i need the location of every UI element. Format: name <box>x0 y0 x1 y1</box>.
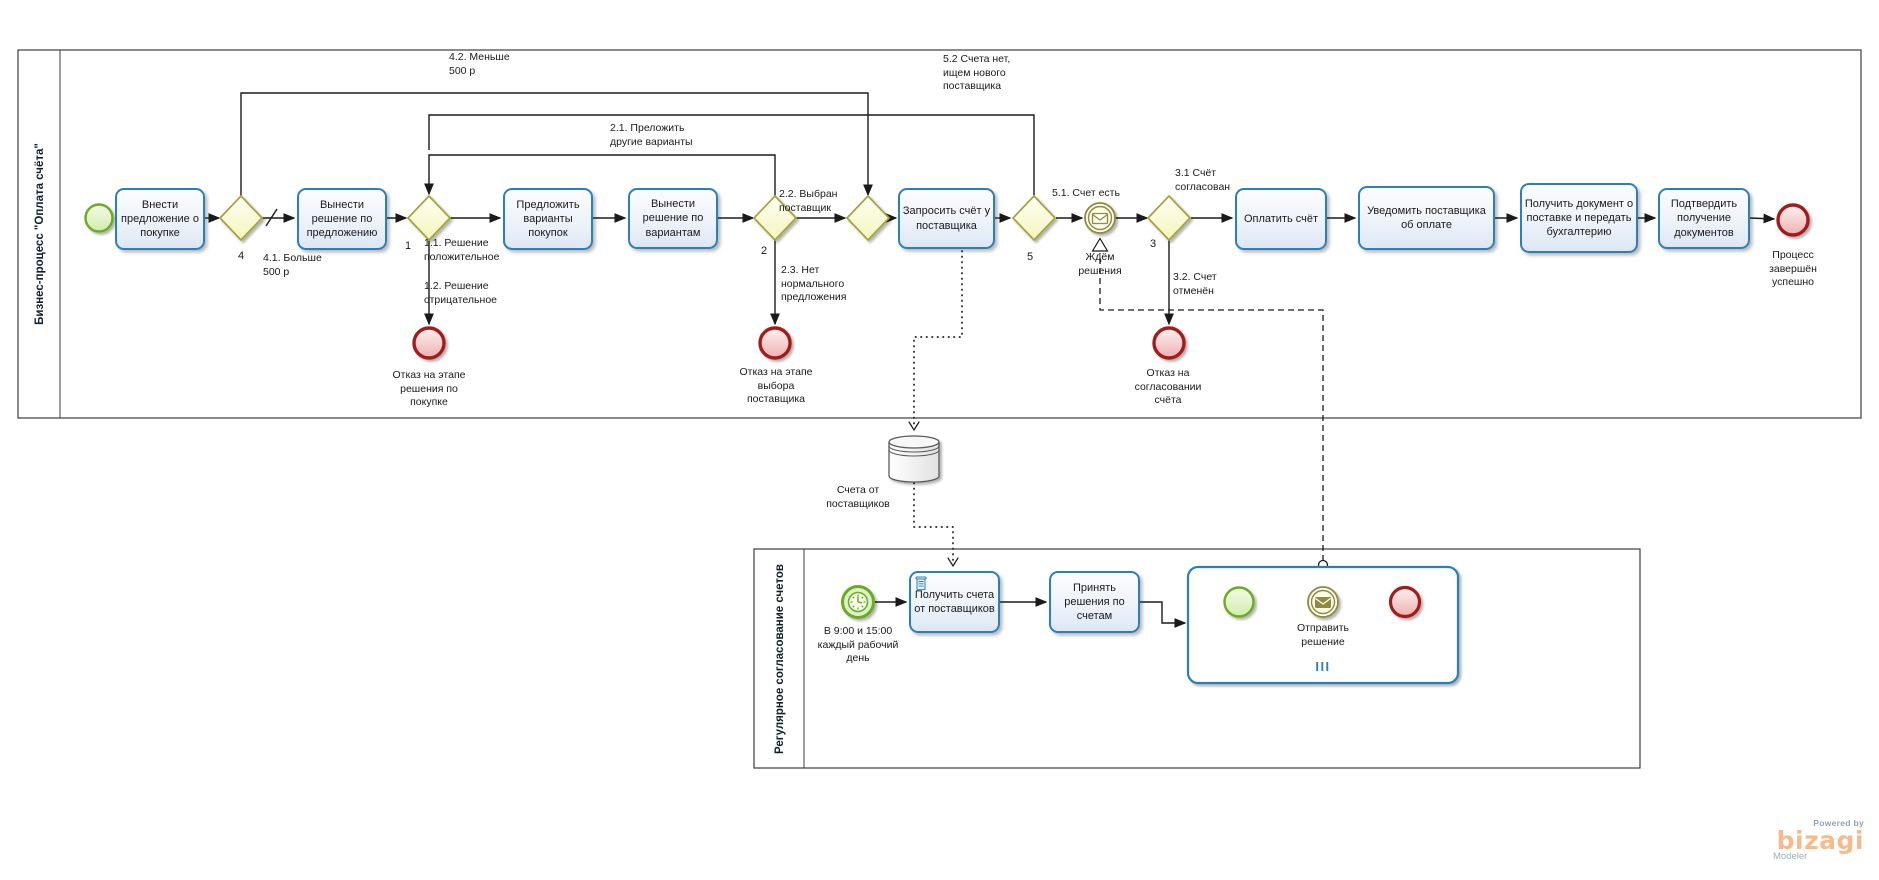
task-request-invoice[interactable]: Запросить счёт у поставщика <box>898 188 995 249</box>
gateway-3-invoice-approved[interactable] <box>1146 194 1192 242</box>
filled-envelope-icon <box>1315 597 1331 608</box>
flow-label-23: 2.3. Нет нормального предложения <box>781 264 847 304</box>
gateway-1-label: 1 <box>404 240 412 252</box>
pool2-title-lane: Регулярное согласование счетов <box>755 549 804 768</box>
end-event-purchase-rejected[interactable] <box>412 326 446 360</box>
assoc-arrowhead-store <box>908 421 920 432</box>
assoc-arrowhead-task10 <box>947 557 959 568</box>
end-event-success[interactable] <box>1776 203 1810 237</box>
sequence-flows <box>114 92 1776 326</box>
message-throw-event-send-decision[interactable] <box>1307 586 1339 618</box>
pool1-title: Бизнес-процесс "Оплата счёта" <box>33 143 46 325</box>
send-decision-label: Отправить решение <box>1296 622 1350 648</box>
gateway-3-label: 3 <box>1149 238 1157 250</box>
assoc-store-to-task10 <box>913 482 954 564</box>
end-event-invoice-rejected[interactable] <box>1152 326 1186 360</box>
pool-main-process <box>17 49 1862 419</box>
flow-task9-to-end <box>1749 213 1776 224</box>
gateway-merge-before-request[interactable] <box>845 194 891 242</box>
data-associations <box>908 250 963 568</box>
clock-icon <box>850 594 866 610</box>
flow-task11-to-subprocess <box>1140 601 1187 628</box>
timer-schedule-label: В 9:00 и 15:00 каждый рабочий день <box>817 625 899 665</box>
flow-21-other-options <box>424 154 776 197</box>
message-catch-event-wait-decision[interactable] <box>1084 202 1116 234</box>
task-enter-purchase-proposal[interactable]: Внести предложение о покупке <box>115 188 205 250</box>
script-icon <box>914 576 927 591</box>
flow-52-no-invoice <box>428 114 1035 197</box>
flow-label-22: 2.2. Выбран поставщик <box>779 188 838 214</box>
pool-regular-approval <box>753 548 1641 769</box>
multi-instance-marker: III <box>1315 659 1331 674</box>
assoc-task5-to-store <box>913 250 963 429</box>
pool2-title: Регулярное согласование счетов <box>773 563 786 754</box>
flow-label-41: 4.1. Больше 500 р <box>263 252 322 278</box>
end-invoice-rejected-label: Отказ на согласовании счёта <box>1134 367 1202 407</box>
gateway-4-label: 4 <box>237 250 245 262</box>
timer-start-event[interactable] <box>841 585 875 619</box>
envelope-icon <box>1091 212 1109 225</box>
end-purchase-rejected-label: Отказ на этапе решения по покупке <box>392 369 466 409</box>
end-vendor-rejected-label: Отказ на этапе выбора поставщика <box>739 366 813 406</box>
data-store-label: Счета от поставщиков <box>826 484 890 510</box>
gateway-5-invoice-exists[interactable] <box>1011 194 1057 242</box>
gateway-5-label: 5 <box>1026 251 1034 263</box>
flow-label-31: 3.1 Счёт согласован <box>1175 167 1231 193</box>
flow-label-51: 5.1. Счет есть <box>1052 187 1120 199</box>
task-receive-delivery-document[interactable]: Получить документ о поставке и передать … <box>1520 183 1638 253</box>
task-pay-invoice[interactable]: Оплатить счёт <box>1235 188 1327 250</box>
data-store-invoices[interactable] <box>888 435 940 483</box>
gateway-4-amount[interactable] <box>218 194 264 242</box>
powered-by-text: Powered by <box>1813 818 1864 828</box>
flow-label-11: 1.1. Решение положительное <box>424 237 500 263</box>
gateway-2-label: 2 <box>760 245 768 257</box>
task-decide-on-invoices[interactable]: Принять решения по счетам <box>1049 571 1140 633</box>
task-decide-on-options[interactable]: Вынести решение по вариантам <box>628 188 718 249</box>
task-offer-purchase-options[interactable]: Предложить варианты покупок <box>503 188 593 250</box>
task-notify-supplier[interactable]: Уведомить поставщика об оплате <box>1358 186 1495 250</box>
bizagi-brand-text: bizagi <box>1776 826 1864 855</box>
end-event-vendor-rejected[interactable] <box>758 326 792 360</box>
gateway-2-variant-decision[interactable] <box>752 194 798 242</box>
flow-label-32: 3.2. Счет отменён <box>1173 271 1217 297</box>
pool1-title-lane: Бизнес-процесс "Оплата счёта" <box>19 50 60 418</box>
start-event-main[interactable] <box>84 203 114 233</box>
wait-decision-label: Ждём решения <box>1078 251 1122 277</box>
flow-label-12: 1.2. Решение отрицательное <box>424 280 498 306</box>
flow-label-42: 4.2. Меньше 500 р <box>449 51 510 77</box>
task-confirm-documents[interactable]: Подтвердить получение документов <box>1658 188 1750 249</box>
end-success-label: Процесс завершён успешно <box>1769 249 1817 289</box>
gateway-1-proposal-decision[interactable] <box>406 194 452 242</box>
subprocess-end-event[interactable] <box>1388 585 1422 619</box>
bizagi-logo: Powered by bizagi Modeler <box>1766 818 1864 862</box>
message-flow-target-arrow <box>1091 237 1109 252</box>
flow-42-less-500 <box>240 92 873 197</box>
default-flow-slash-marker <box>265 208 278 227</box>
message-flow-decision <box>1091 237 1329 571</box>
task-get-invoices-from-suppliers[interactable]: Получить счета от поставщиков <box>909 571 1000 633</box>
flow-label-21: 2.1. Преложить другие варианты <box>610 122 693 148</box>
flow-label-52: 5.2 Счета нет, ищем нового поставщика <box>943 53 1011 93</box>
subprocess-start-event[interactable] <box>1223 586 1255 618</box>
task-decide-on-proposal[interactable]: Вынести решение по предложению <box>297 188 387 250</box>
modeler-text: Modeler <box>1773 851 1808 862</box>
